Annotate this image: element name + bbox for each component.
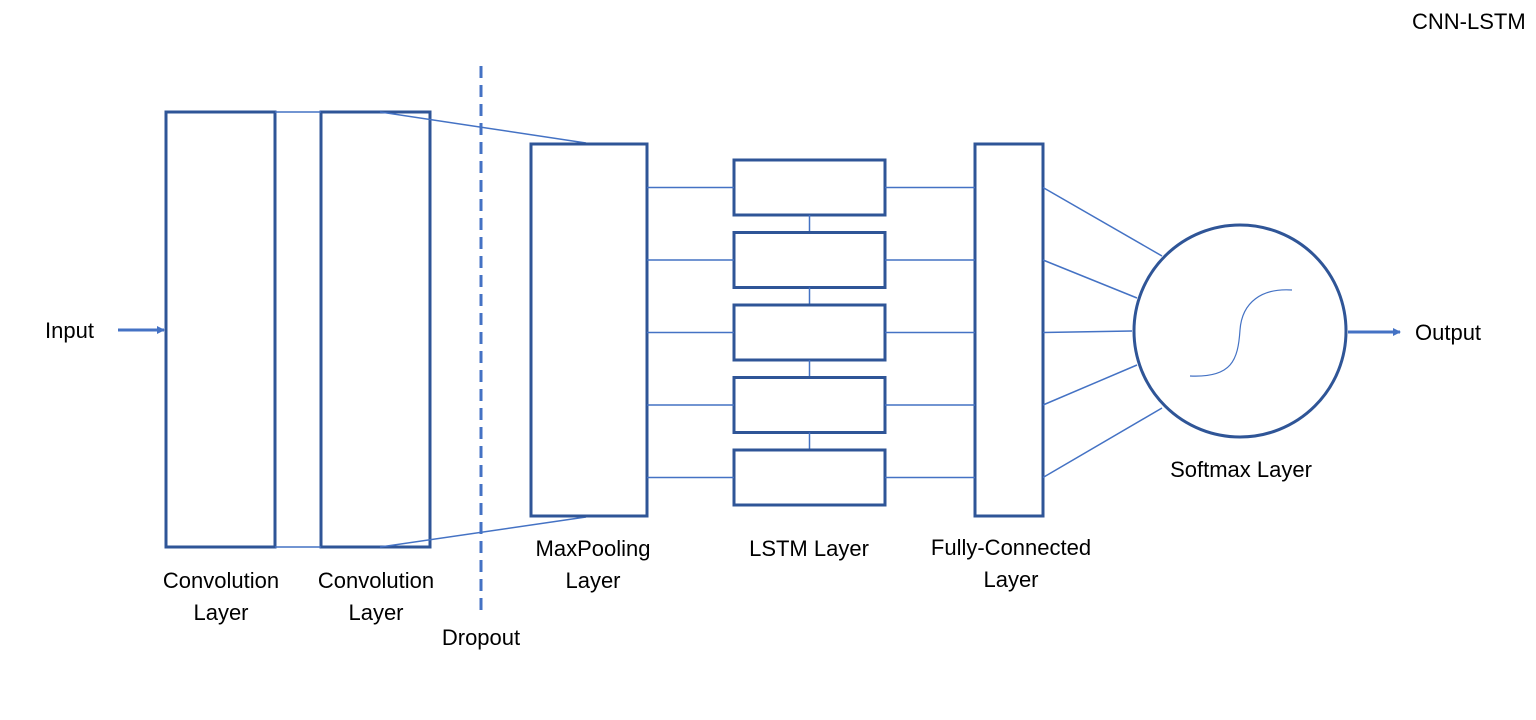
conv-layer-2-label: Convolution Layer <box>318 565 434 629</box>
conv-layer-2-box <box>319 110 432 549</box>
conv-layer-1-box <box>164 110 277 549</box>
fc-softmax-connector <box>1042 364 1138 406</box>
softmax-circle <box>1132 223 1348 439</box>
lstm-cell <box>732 231 887 289</box>
fc-layer-label: Fully-Connected Layer <box>931 532 1091 596</box>
conv-layer-2-label-line1: Convolution <box>317 568 435 593</box>
funnel-line-bottom <box>379 516 587 548</box>
input-label: Input <box>45 318 94 343</box>
lstm-layer-label: LSTM Layer <box>749 536 869 561</box>
softmax-layer-label: Softmax Layer <box>1170 457 1312 482</box>
maxpool-layer-label-line1: MaxPooling <box>535 536 651 561</box>
fc-layer-label-line2: Layer <box>983 567 1039 592</box>
softmax-curve-icon <box>1189 289 1293 377</box>
conv-layer-1-label: Convolution Layer <box>163 565 279 629</box>
lstm-cell <box>732 303 887 362</box>
lstm-layer-group <box>647 158 975 507</box>
fc-softmax-connector <box>1042 407 1163 479</box>
diagram-title: CNN-LSTM <box>1412 9 1526 34</box>
output-label: Output <box>1415 320 1482 345</box>
conv-layer-2-label-line2: Layer <box>348 600 404 625</box>
funnel-line-top <box>379 111 587 144</box>
lstm-cell <box>732 448 887 507</box>
fc-layer-label-line1: Fully-Connected <box>930 535 1092 560</box>
fc-softmax-connector <box>1042 259 1138 299</box>
fc-softmax-connector <box>1042 330 1133 334</box>
maxpool-layer-box <box>529 142 649 518</box>
fc-softmax-connector <box>1042 186 1163 257</box>
lstm-cell <box>732 376 887 434</box>
maxpool-layer-label: MaxPooling Layer <box>536 533 651 597</box>
fc-softmax-fan <box>1042 186 1163 479</box>
dropout-label: Dropout <box>441 625 521 650</box>
lstm-cell <box>732 158 887 217</box>
conv-layer-1-label-line2: Layer <box>193 600 249 625</box>
fc-layer-box <box>973 142 1045 518</box>
maxpool-layer-label-line2: Layer <box>565 568 621 593</box>
conv-layer-1-label-line1: Convolution <box>162 568 280 593</box>
